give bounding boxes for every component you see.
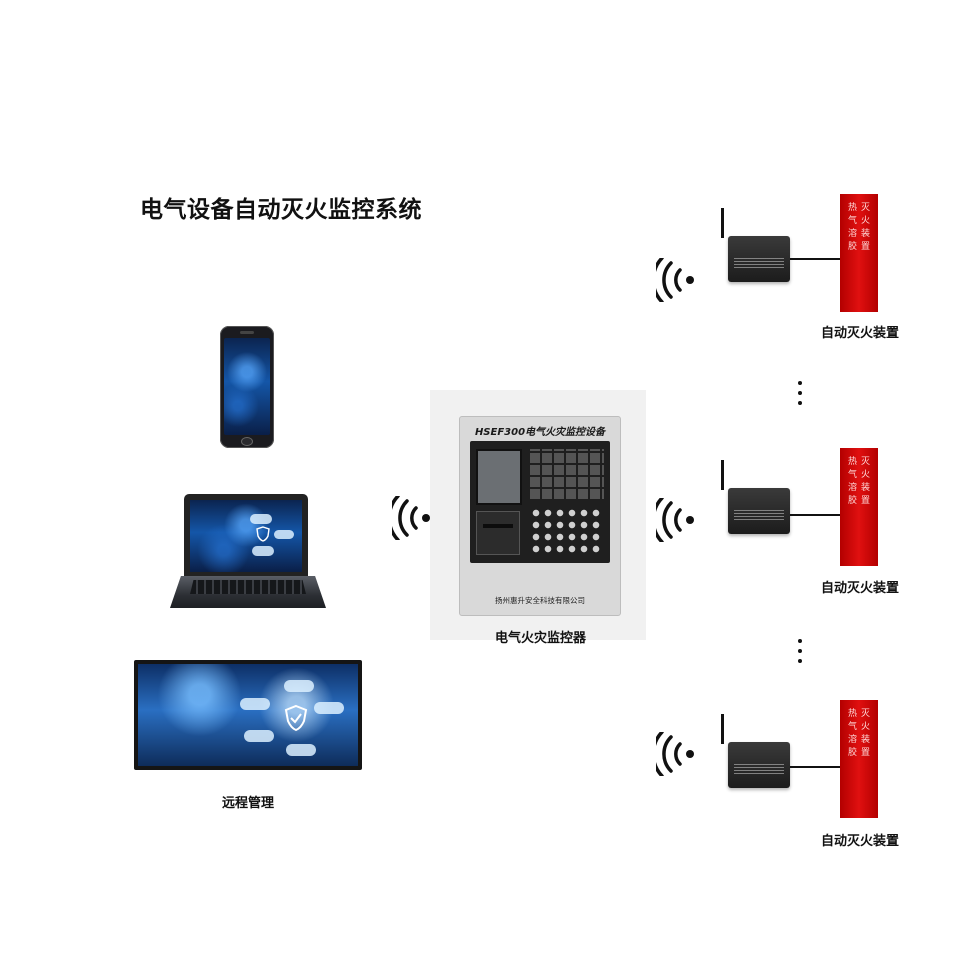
extinguisher-label-left: 热气溶胶 bbox=[848, 203, 858, 252]
extinguisher-label-right: 灭火装置 bbox=[861, 457, 871, 506]
wifi-signal-icon bbox=[656, 732, 696, 776]
controller-panel-title: HSEF300电气火灾监控设备 bbox=[474, 427, 606, 438]
node-label: 自动灭火装置 bbox=[821, 834, 900, 849]
keypad bbox=[530, 507, 604, 555]
ellipsis-vertical-icon bbox=[798, 381, 802, 411]
extinguisher-label-right: 灭火装置 bbox=[861, 203, 871, 252]
wide-display-image bbox=[134, 660, 362, 770]
antenna bbox=[721, 714, 724, 744]
remote-management-label: 远程管理 bbox=[222, 796, 275, 811]
antenna bbox=[721, 460, 724, 490]
shield-icon bbox=[256, 526, 270, 542]
wifi-signal-icon bbox=[392, 496, 432, 540]
lcd-display bbox=[476, 449, 522, 505]
extinguisher-label-left: 热气溶胶 bbox=[848, 457, 858, 506]
display-screen bbox=[138, 664, 358, 766]
aerosol-extinguisher: 热气溶胶 灭火装置 bbox=[840, 700, 878, 818]
laptop-image bbox=[184, 494, 308, 576]
printer-module bbox=[476, 511, 520, 555]
wifi-signal-icon bbox=[656, 258, 696, 302]
laptop-keyboard bbox=[190, 580, 306, 594]
extinguisher-label-left: 热气溶胶 bbox=[848, 709, 858, 758]
connection-wire bbox=[790, 514, 842, 516]
smartphone-image bbox=[220, 326, 274, 448]
wireless-module bbox=[728, 742, 790, 788]
ellipsis-vertical-icon bbox=[798, 639, 802, 669]
phone-screen bbox=[224, 338, 270, 435]
antenna bbox=[721, 208, 724, 238]
aerosol-extinguisher: 热气溶胶 灭火装置 bbox=[840, 194, 878, 312]
extinguisher-label-right: 灭火装置 bbox=[861, 709, 871, 758]
laptop-screen bbox=[190, 500, 302, 572]
page-title: 电气设备自动灭火监控系统 bbox=[140, 197, 422, 223]
indicator-grid bbox=[530, 449, 604, 499]
aerosol-extinguisher: 热气溶胶 灭火装置 bbox=[840, 448, 878, 566]
controller-label: 电气火灾监控器 bbox=[495, 631, 587, 646]
shield-icon bbox=[284, 704, 308, 732]
wifi-signal-icon bbox=[656, 498, 696, 542]
controller-front-panel bbox=[470, 441, 610, 563]
wireless-module bbox=[728, 488, 790, 534]
node-label: 自动灭火装置 bbox=[821, 326, 900, 341]
connection-wire bbox=[790, 766, 842, 768]
connection-wire bbox=[790, 258, 842, 260]
manufacturer-label: 扬州惠升安全科技有限公司 bbox=[495, 596, 585, 605]
fire-monitoring-controller: HSEF300电气火灾监控设备 扬州惠升安全科技有限公司 bbox=[459, 416, 621, 616]
node-label: 自动灭火装置 bbox=[821, 581, 900, 596]
wireless-module bbox=[728, 236, 790, 282]
